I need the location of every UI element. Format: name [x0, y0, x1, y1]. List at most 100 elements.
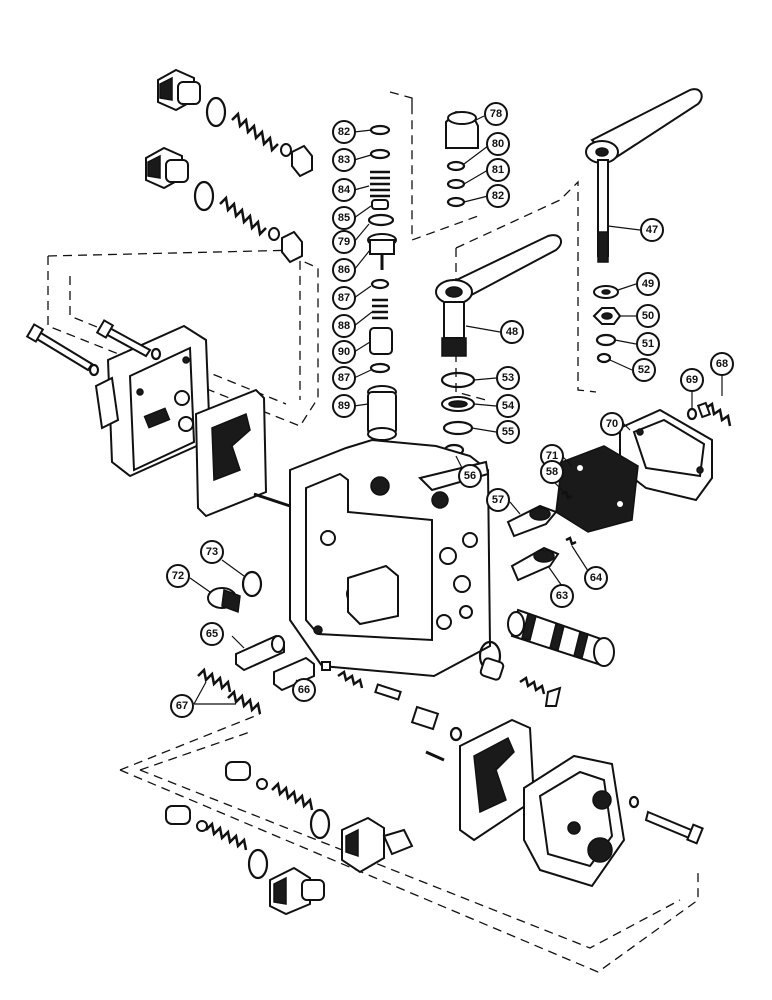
- callout-85: 85: [332, 206, 356, 230]
- top-fitting-assembly-1: [157, 68, 313, 178]
- callout-67: 67: [170, 694, 194, 718]
- bushing-49: [593, 285, 619, 299]
- callout-84: 84: [332, 178, 356, 202]
- o-ring-73: [241, 570, 263, 598]
- cap: [225, 761, 251, 781]
- seal-53: [440, 371, 476, 389]
- ring-81: [446, 178, 466, 190]
- hydraulic-fitting-upper: [157, 68, 201, 112]
- ring-80: [446, 160, 466, 172]
- valve-body-89: [367, 385, 397, 441]
- svg-text:86: 86: [338, 264, 350, 276]
- gasket-71: [555, 445, 639, 533]
- callout-78: 78: [484, 102, 508, 126]
- washer-51: [595, 333, 617, 347]
- callout-83: 83: [332, 148, 356, 172]
- ring-82b: [446, 196, 466, 208]
- svg-text:83: 83: [338, 154, 350, 166]
- svg-text:65: 65: [206, 628, 218, 640]
- svg-text:80: 80: [492, 138, 504, 150]
- callout-68: 68: [710, 352, 734, 376]
- right-cover-70: [619, 408, 713, 502]
- spring: [219, 195, 267, 237]
- plunger-cap: [291, 144, 313, 178]
- callout-80: 80: [486, 132, 510, 156]
- ball: [280, 143, 292, 157]
- svg-text:87: 87: [338, 372, 350, 384]
- bearing-54: [441, 396, 475, 412]
- callout-56: 56: [458, 464, 482, 488]
- upper-left-inner-outline: [69, 276, 287, 405]
- spring-84: [370, 170, 390, 198]
- callout-49: 49: [636, 272, 660, 296]
- callout-87-lower: 87: [332, 366, 356, 390]
- elbow-fitting: [341, 816, 414, 874]
- svg-text:69: 69: [686, 374, 698, 386]
- nut-50: [592, 307, 622, 325]
- svg-text:64: 64: [590, 572, 603, 584]
- svg-text:53: 53: [502, 372, 514, 384]
- svg-text:55: 55: [502, 426, 514, 438]
- piston-65: [235, 634, 285, 672]
- cam-arm-63: [510, 546, 560, 582]
- callout-63: 63: [550, 584, 574, 608]
- plunger-cap: [281, 230, 303, 264]
- callout-50: 50: [636, 304, 660, 328]
- o-ring: [205, 96, 227, 128]
- svg-text:66: 66: [298, 684, 310, 696]
- ring-52: [596, 352, 612, 364]
- callout-52: 52: [632, 358, 656, 382]
- svg-text:68: 68: [716, 358, 728, 370]
- svg-text:78: 78: [490, 108, 502, 120]
- svg-text:90: 90: [338, 346, 350, 358]
- dowel-pin: [253, 492, 291, 508]
- top-center-group-outline: [389, 91, 479, 241]
- washer-83: [369, 148, 391, 160]
- upper-left-cover-group-outline: [47, 249, 319, 427]
- spring: [231, 111, 279, 153]
- svg-text:87: 87: [338, 292, 350, 304]
- svg-text:79: 79: [338, 236, 350, 248]
- svg-text:88: 88: [338, 320, 350, 332]
- callout-81: 81: [486, 158, 510, 182]
- svg-text:58: 58: [546, 466, 558, 478]
- callout-88: 88: [332, 314, 356, 338]
- lever-47-hardware: [592, 285, 622, 364]
- top-fitting-assembly-2: [145, 146, 303, 264]
- svg-text:48: 48: [506, 326, 518, 338]
- svg-text:84: 84: [338, 184, 351, 196]
- bottom-end-cover: [523, 754, 626, 888]
- callout-79: 79: [332, 230, 356, 254]
- svg-text:81: 81: [492, 164, 504, 176]
- callout-47: 47: [640, 218, 664, 242]
- straight-fitting: [269, 866, 325, 916]
- svg-text:51: 51: [642, 338, 654, 350]
- callout-66: 66: [292, 678, 316, 702]
- o-ring-79: [367, 213, 395, 227]
- svg-text:50: 50: [642, 310, 654, 322]
- callout-69: 69: [680, 368, 704, 392]
- bottom-inner-outline: [139, 731, 681, 949]
- callout-53: 53: [496, 366, 520, 390]
- ball: [268, 227, 280, 241]
- svg-text:54: 54: [502, 400, 515, 412]
- washer-55: [442, 420, 474, 436]
- callout-73: 73: [200, 540, 224, 564]
- pin-58: [561, 490, 573, 500]
- control-lever-47: [585, 88, 703, 263]
- callout-72: 72: [166, 564, 190, 588]
- hydraulic-fitting-lower: [145, 146, 189, 190]
- bottom-gasket: [459, 718, 536, 842]
- o-ring: [193, 180, 215, 212]
- piston-66: [273, 656, 315, 692]
- left-end-cover: [94, 324, 212, 478]
- spring-67a: [197, 667, 232, 693]
- svg-text:73: 73: [206, 546, 218, 558]
- svg-text:72: 72: [172, 570, 184, 582]
- callout-82-top-left: 82: [332, 120, 356, 144]
- poppet-86: [367, 233, 397, 270]
- left-gasket: [194, 388, 268, 518]
- callout-82-right: 82: [486, 184, 510, 208]
- washer-87b: [369, 362, 391, 374]
